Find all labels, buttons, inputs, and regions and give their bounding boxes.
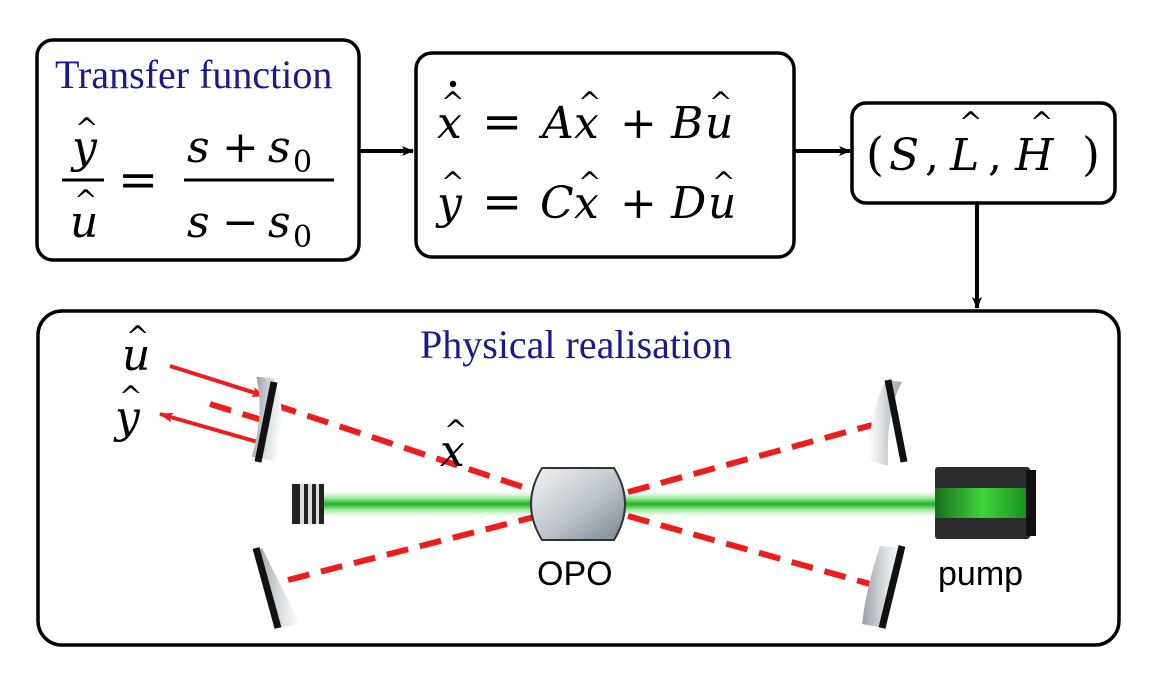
opo-label: OPO — [537, 555, 613, 593]
slh-box: ( S , L ^ , H ^ ) — [850, 101, 1117, 205]
output-arrow — [159, 412, 259, 444]
slh-open-paren: ( — [866, 127, 884, 181]
fraction-s-plus-over-s-minus: s + s 0 s − s 0 — [184, 122, 334, 255]
fraction-denominator-u: u — [70, 197, 98, 248]
slh-comma-1: , — [925, 130, 939, 181]
hat-mark: ^ — [959, 106, 982, 139]
state-space-frame — [414, 51, 796, 259]
state-xdot: x — [437, 98, 462, 149]
physical-realisation-box: Physical realisation pump u — [36, 309, 1121, 647]
fraction-numerator-y: y — [70, 122, 98, 173]
output-label-y: y — [113, 392, 141, 443]
beam-dump — [292, 484, 324, 524]
eq1-A: A — [538, 98, 574, 149]
eq2-u: u — [708, 178, 736, 229]
pump-laser — [935, 467, 1036, 539]
den-minus: − — [222, 197, 259, 248]
slh-comma-2: , — [988, 130, 1002, 181]
cavity-beam-lower-right — [627, 513, 871, 587]
num-subscript-0: 0 — [293, 145, 312, 180]
physical-title: Physical realisation — [420, 322, 732, 367]
num-plus: + — [222, 122, 259, 173]
slh-H: H — [1014, 130, 1055, 181]
transfer-function-title: Transfer function — [55, 52, 332, 97]
hat-mark: ^ — [75, 112, 98, 145]
hat-mark: ^ — [444, 414, 467, 447]
slh-frame — [850, 101, 1117, 205]
slh-close-paren: ) — [1082, 127, 1100, 181]
state-space-box: x ^ = A x ^ + B u ^ y ^ = C x ^ + D u ^ — [414, 51, 796, 259]
mirror-top-left — [251, 376, 282, 463]
num-s0: s — [268, 122, 291, 173]
hat-mark: ^ — [578, 166, 601, 199]
transfer-function-frame — [35, 38, 361, 262]
mirror-bottom-left — [252, 547, 300, 629]
hat-mark: ^ — [126, 320, 149, 353]
eq1-x: x — [574, 98, 599, 149]
den-s0: s — [268, 197, 291, 248]
slh-S: S — [889, 130, 919, 181]
hat-mark: ^ — [709, 86, 732, 119]
equals-sign: = — [118, 152, 158, 208]
num-s: s — [187, 122, 210, 173]
pump-label: pump — [938, 555, 1023, 593]
opo-crystal — [530, 467, 626, 541]
eq1-B: B — [670, 98, 703, 149]
hat-mark: ^ — [578, 86, 601, 119]
cavity-beam-upper-right — [627, 422, 873, 495]
mirror-bottom-right — [862, 545, 906, 629]
den-s: s — [187, 197, 210, 248]
hat-mark: ^ — [74, 184, 97, 217]
transfer-function-box: Transfer function y ^ u ^ = s + s 0 s − … — [35, 38, 361, 262]
hat-mark: ^ — [441, 166, 464, 199]
eq1-u: u — [705, 98, 733, 149]
eq2-plus: + — [620, 178, 657, 229]
hat-mark: ^ — [1030, 106, 1053, 139]
input-arrow — [169, 364, 266, 398]
eq1-equals: = — [482, 94, 522, 150]
eq2-x: x — [574, 178, 599, 229]
slh-L: L — [949, 130, 979, 181]
eq2-equals: = — [482, 174, 522, 230]
mode-label-x: x — [440, 426, 465, 477]
eq2-C: C — [540, 178, 574, 229]
hat-mark: ^ — [119, 380, 142, 413]
fraction-y-over-u: y ^ u ^ — [62, 112, 104, 248]
output-beam-dashed — [209, 401, 263, 423]
cavity-beam-lower-left — [287, 513, 539, 583]
hat-mark: ^ — [712, 166, 735, 199]
output-y: y — [435, 178, 463, 229]
mirror-top-right — [868, 379, 908, 466]
input-label-u: u — [122, 330, 150, 381]
eq2-D: D — [670, 178, 706, 229]
eq1-plus: + — [620, 98, 657, 149]
dot-mark — [449, 80, 457, 88]
hat-mark: ^ — [441, 86, 464, 119]
den-subscript-0: 0 — [293, 220, 312, 255]
cavity-beam-upper-left — [274, 402, 539, 495]
cavity-beams — [209, 401, 873, 587]
